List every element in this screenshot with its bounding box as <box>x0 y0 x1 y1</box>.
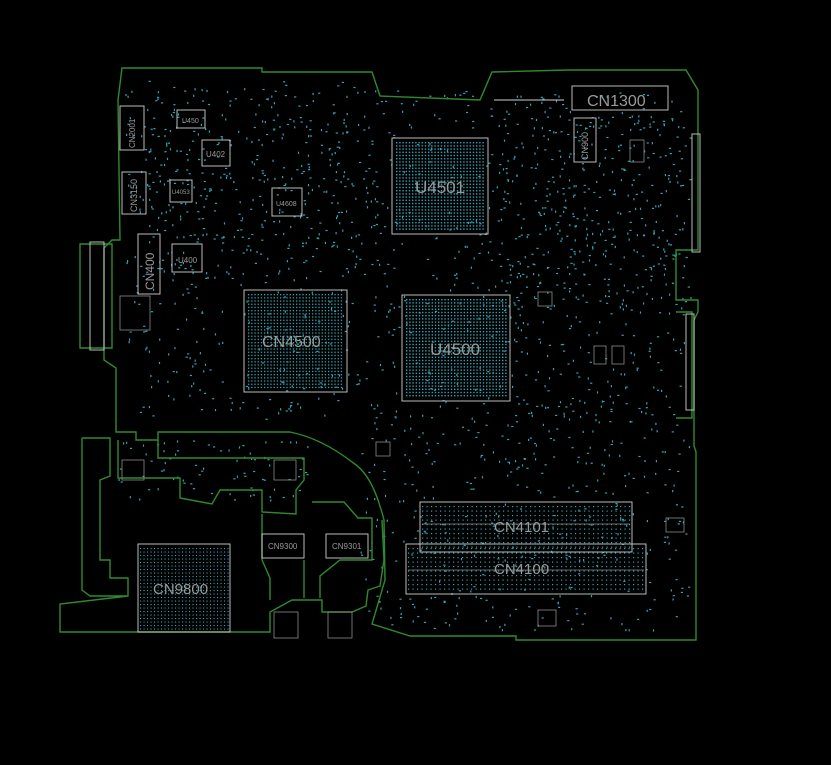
chip-right-b <box>611 345 625 365</box>
board-right-notch <box>676 311 693 419</box>
label-cn9800: CN9800 <box>153 581 208 598</box>
label-u4501: U4501 <box>415 178 465 197</box>
label-u402: U402 <box>206 150 226 159</box>
label-u4608: U4608 <box>276 201 297 208</box>
label-u400: U400 <box>178 256 198 265</box>
cn900-connector <box>573 117 597 163</box>
chip-right-d <box>629 139 645 163</box>
u402-chip <box>201 139 231 167</box>
u4608-chip <box>271 187 303 217</box>
u450-chip <box>176 109 206 129</box>
cn3150-connector <box>121 171 147 215</box>
cn2001-connector <box>119 105 145 151</box>
left-edge-connector <box>89 241 105 351</box>
label-cn9301: CN9301 <box>332 542 362 551</box>
cn4500-socket <box>243 289 348 393</box>
label-cn9300: CN9300 <box>268 542 298 551</box>
right-edge-connector-lower <box>685 313 695 411</box>
chip-right-a <box>593 345 607 365</box>
label-cn4100: CN4100 <box>494 561 549 578</box>
chip-mid-small <box>375 441 391 457</box>
label-u450: U450 <box>182 118 199 125</box>
chip-rf-left <box>121 459 145 481</box>
right-edge-connector-upper <box>691 133 701 253</box>
label-cn4500: CN4500 <box>262 334 321 351</box>
u4500-package <box>401 294 511 402</box>
label-cn900: CN900 <box>580 132 590 160</box>
chip-usb-a <box>273 611 299 639</box>
board-inner-zone <box>117 440 373 600</box>
pad-field <box>118 80 693 632</box>
cn9300-connector <box>261 533 305 559</box>
label-cn400: CN400 <box>143 252 157 290</box>
label-cn4101: CN4101 <box>494 519 549 536</box>
chip-mid-small-b <box>537 291 553 307</box>
board-outline <box>103 67 699 641</box>
label-cn2001: CN2001 <box>128 118 137 148</box>
cn4101-slot <box>419 501 633 553</box>
cn9800-connector <box>137 543 231 633</box>
chip-right-c <box>665 517 685 533</box>
u4053-chip <box>169 179 193 203</box>
board-left-connector-outline <box>79 243 113 349</box>
cn1300-connector <box>571 85 669 111</box>
label-u4053: U4053 <box>172 190 190 196</box>
cn9301-connector <box>325 533 369 559</box>
cn400-connector <box>137 233 161 295</box>
cn4100-slot <box>405 543 647 595</box>
u4501-package <box>391 137 489 235</box>
label-cn1300: CN1300 <box>587 93 646 110</box>
chip-rf-right <box>273 459 297 481</box>
label-u4500: U4500 <box>430 340 480 359</box>
chip-bottom-right <box>537 609 557 627</box>
u400-chip <box>171 243 203 273</box>
label-cn3150: CN3150 <box>129 179 139 212</box>
chip-left-mid <box>119 295 151 331</box>
chip-usb-b <box>327 611 353 639</box>
board-outline-lower <box>59 437 385 633</box>
